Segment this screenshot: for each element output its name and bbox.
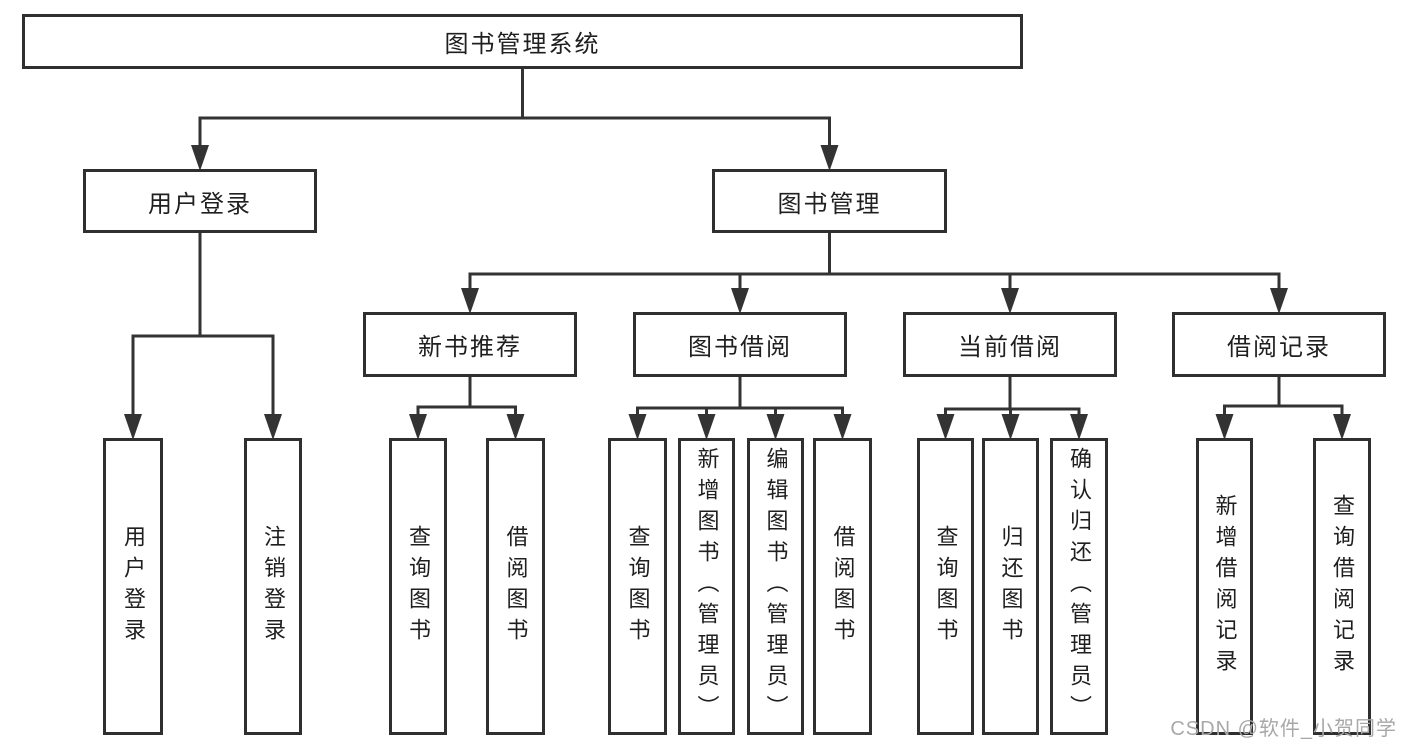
- arrowhead-bb-edit-book: [766, 414, 785, 440]
- edge-book-borrow-to-bb-borrow-book: [738, 377, 844, 418]
- edge-current-borrow-to-cb-query-book: [944, 377, 1012, 418]
- node-book-borrow: 图书借阅: [633, 312, 847, 377]
- arrowhead-new-book-recommend: [461, 288, 479, 314]
- node-login-user: 用户登录: [103, 438, 163, 735]
- arrowhead-br-query-record: [1333, 414, 1351, 440]
- edge-user-login-to-logout-user: [198, 233, 275, 418]
- arrowhead-borrow-record: [1270, 288, 1288, 314]
- edge-current-borrow-to-cb-return-book: [1008, 377, 1012, 418]
- edge-book-mgmt-to-book-borrow: [738, 233, 831, 292]
- node-bb-query-book: 查询图书: [608, 438, 667, 735]
- node-root: 图书管理系统: [22, 14, 1023, 69]
- node-book-mgmt: 图书管理: [712, 169, 947, 233]
- edge-user-login-to-login-user: [131, 233, 202, 418]
- edge-current-borrow-to-cb-confirm-return: [1008, 377, 1081, 418]
- arrowhead-user-login: [191, 145, 209, 171]
- edge-new-book-recommend-to-nb-query-book: [416, 377, 472, 418]
- node-cb-confirm-return: 确认归还（管理员）: [1050, 438, 1108, 735]
- node-nb-borrow-book: 借阅图书: [486, 438, 545, 735]
- edge-root-to-book-mgmt: [521, 69, 831, 149]
- node-current-borrow: 当前借阅: [903, 312, 1117, 377]
- arrowhead-logout-user: [264, 414, 282, 440]
- node-user-login: 用户登录: [83, 169, 317, 233]
- arrowhead-cb-confirm-return: [1070, 414, 1088, 440]
- node-cb-return-book: 归还图书: [982, 438, 1039, 735]
- arrowhead-cb-query-book: [936, 414, 955, 440]
- arrowhead-book-borrow: [731, 288, 749, 314]
- arrowhead-current-borrow: [1001, 288, 1019, 314]
- edge-book-mgmt-to-current-borrow: [828, 233, 1012, 292]
- edge-new-book-recommend-to-nb-borrow-book: [468, 377, 517, 418]
- node-borrow-record: 借阅记录: [1172, 312, 1386, 377]
- node-br-query-record: 查询借阅记录: [1313, 438, 1371, 735]
- node-bb-edit-book: 编辑图书（管理员）: [747, 438, 804, 735]
- arrowhead-cb-return-book: [1001, 414, 1020, 440]
- edge-book-mgmt-to-borrow-record: [828, 233, 1281, 292]
- arrowhead-nb-query-book: [409, 414, 427, 440]
- edge-root-to-user-login: [198, 69, 524, 149]
- arrowhead-login-user: [124, 414, 142, 440]
- edge-book-mgmt-to-new-book-recommend: [468, 233, 831, 292]
- watermark: CSDN @软件_小贺同学: [1170, 718, 1397, 740]
- node-br-add-record: 新增借阅记录: [1196, 438, 1253, 735]
- arrowhead-bb-query-book: [628, 414, 647, 440]
- node-cb-query-book: 查询图书: [917, 438, 974, 735]
- node-new-book-recommend: 新书推荐: [363, 312, 577, 377]
- node-bb-borrow-book: 借阅图书: [813, 438, 872, 735]
- edge-book-borrow-to-bb-add-book: [705, 377, 742, 418]
- node-bb-add-book: 新增图书（管理员）: [678, 438, 735, 735]
- arrowhead-book-mgmt: [820, 145, 839, 171]
- edge-borrow-record-to-br-query-record: [1277, 377, 1344, 418]
- arrowhead-nb-borrow-book: [506, 414, 525, 440]
- edge-book-borrow-to-bb-edit-book: [738, 377, 777, 418]
- arrowhead-bb-borrow-book: [833, 414, 852, 440]
- node-logout-user: 注销登录: [244, 438, 302, 735]
- arrowhead-bb-add-book: [697, 414, 716, 440]
- arrowhead-br-add-record: [1215, 414, 1234, 440]
- edge-book-borrow-to-bb-query-book: [636, 377, 742, 418]
- edge-borrow-record-to-br-add-record: [1223, 377, 1281, 418]
- node-nb-query-book: 查询图书: [389, 438, 447, 735]
